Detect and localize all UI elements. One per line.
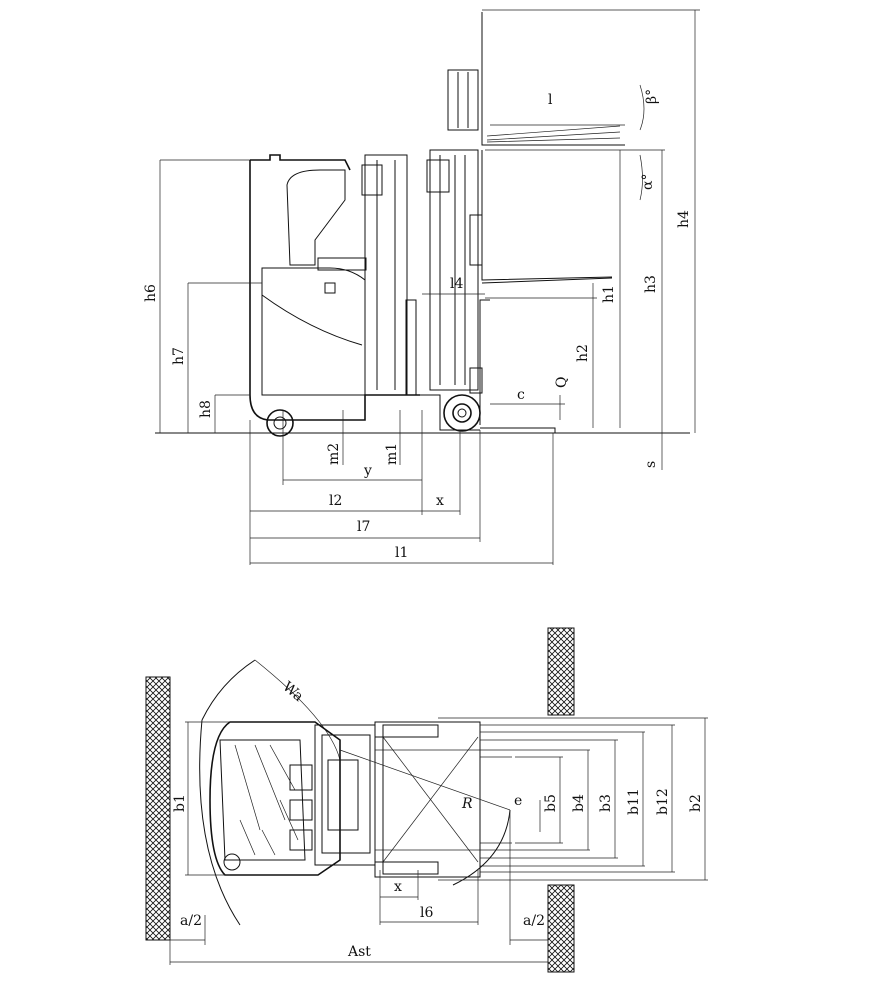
- front-wheel: [443, 394, 481, 432]
- right-wall-lower: [547, 884, 575, 973]
- label-b1: b1: [172, 794, 188, 812]
- label-x-top: x: [394, 879, 402, 895]
- side-view-labels: h6 h7 h8 h1 h2 h3 h4 l l4 c Q s α° β° m2…: [143, 89, 692, 561]
- side-view: h6 h7 h8 h1 h2 h3 h4 l l4 c Q s α° β° m2…: [143, 9, 700, 565]
- rear-wheel: [266, 409, 294, 437]
- label-Wa: Wa: [279, 679, 306, 705]
- label-l4: l4: [450, 276, 463, 292]
- label-h7: h7: [171, 347, 187, 365]
- label-h2: h2: [575, 344, 591, 362]
- label-m1: m1: [384, 443, 400, 465]
- label-b4: b4: [571, 794, 587, 812]
- label-l1: l1: [395, 545, 408, 561]
- turning-arc-left: [199, 719, 241, 926]
- mast-raised: [426, 69, 483, 394]
- turning-arc-top: [201, 659, 256, 721]
- label-h8: h8: [198, 400, 214, 418]
- label-h1: h1: [601, 285, 617, 303]
- label-s: s: [643, 461, 659, 468]
- forks: [479, 12, 625, 433]
- wa-line: [254, 659, 341, 761]
- chassis-top: [209, 721, 376, 876]
- mast-top: [339, 721, 515, 878]
- label-Ast: Ast: [347, 944, 371, 960]
- label-h4: h4: [676, 210, 692, 228]
- top-dimension-lines: [169, 717, 708, 965]
- label-l2: l2: [329, 493, 342, 509]
- label-y: y: [363, 463, 372, 479]
- label-l7: l7: [357, 519, 370, 535]
- right-wall-upper: [547, 627, 575, 716]
- label-b12: b12: [655, 788, 671, 815]
- label-b2: b2: [688, 794, 704, 812]
- label-b5: b5: [543, 794, 559, 812]
- mast-lowered: [361, 154, 417, 396]
- label-l: l: [548, 92, 553, 108]
- turning-arc-right: [452, 809, 511, 886]
- label-x-side: x: [436, 493, 444, 509]
- label-c: c: [517, 387, 525, 403]
- label-l6: l6: [420, 905, 433, 921]
- label-Q: Q: [554, 377, 570, 388]
- label-m2: m2: [326, 443, 342, 465]
- top-view-labels: Wa R b1 e b5 b4 b3 b11 b12 b2 x l6 a/2 a…: [172, 679, 704, 960]
- truck-body: [249, 154, 481, 437]
- label-h6: h6: [143, 284, 159, 302]
- top-view: Wa R b1 e b5 b4 b3 b11 b12 b2 x l6 a/2 a…: [145, 627, 708, 973]
- label-R: R: [461, 796, 473, 812]
- label-e: e: [514, 793, 522, 809]
- left-wall: [145, 676, 171, 941]
- label-a2-left: a/2: [180, 913, 202, 929]
- label-beta: β°: [644, 89, 660, 104]
- side-dimension-lines: [159, 9, 700, 565]
- label-b3: b3: [598, 794, 614, 812]
- label-alpha: α°: [640, 174, 656, 190]
- label-h3: h3: [643, 275, 659, 293]
- label-b11: b11: [626, 788, 642, 815]
- label-a2-right: a/2: [523, 913, 545, 929]
